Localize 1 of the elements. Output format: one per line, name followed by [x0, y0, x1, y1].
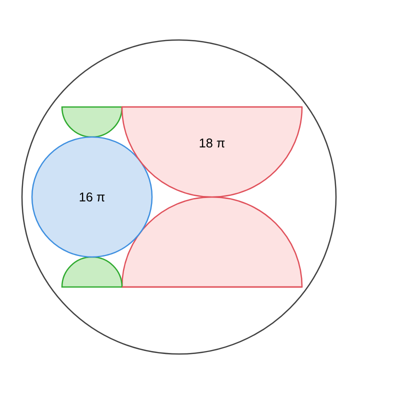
semicircle: 18 π — [121, 106, 303, 198]
